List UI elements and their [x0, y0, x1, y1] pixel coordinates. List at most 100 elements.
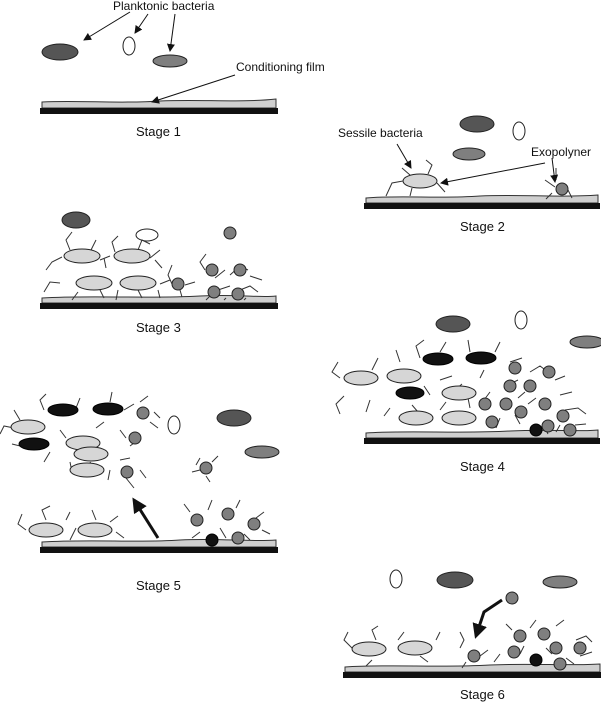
sessile-cell-small — [485, 415, 499, 429]
black-cell — [92, 402, 124, 416]
planktonic-cell-dark — [61, 211, 91, 229]
sessile-cell-small — [221, 507, 235, 521]
stage-2-label: Stage 2 — [460, 219, 505, 234]
substrate-surface — [40, 108, 278, 114]
planktonic-cell-white — [389, 569, 403, 589]
pointer-arrow — [151, 74, 236, 104]
sessile-cell-small — [523, 379, 537, 393]
stage-6-label: Stage 6 — [460, 687, 505, 702]
stage-5-label: Stage 5 — [136, 578, 181, 593]
sessile-cell-small — [171, 277, 185, 291]
planktonic-cell-small — [199, 461, 213, 475]
sessile-cell — [441, 410, 477, 426]
sessile-cell-small — [247, 517, 261, 531]
black-cell — [465, 351, 497, 365]
sessile-cell-small — [507, 645, 521, 659]
sessile-cell — [386, 368, 422, 384]
pointer-arrow — [83, 11, 131, 41]
sessile-cell — [119, 275, 157, 291]
sessile-cell-small — [537, 627, 551, 641]
sessile-cell — [398, 410, 434, 426]
planktonic-cell-medium — [569, 335, 601, 349]
sessile-bacteria-label: Sessile bacteria — [338, 126, 423, 140]
sessile-cell-small — [553, 657, 567, 671]
pointer-arrow — [396, 143, 412, 169]
sessile-cell — [77, 522, 113, 538]
sessile-cell-small — [233, 263, 247, 277]
exopolymer-strands — [343, 619, 593, 669]
planktonic-cell-dark — [459, 115, 495, 133]
sessile-cell-small — [508, 361, 522, 375]
sessile-cell — [69, 462, 105, 478]
sessile-cell-small — [478, 397, 492, 411]
conditioning-film — [41, 98, 277, 109]
black-cell-small — [529, 653, 543, 667]
black-cell — [422, 352, 454, 366]
sessile-cell — [63, 248, 101, 264]
planktonic-cell-medium — [244, 445, 280, 459]
stage-1-label: Stage 1 — [136, 124, 181, 139]
sessile-cell-small — [207, 285, 221, 299]
stage-4-panel — [331, 310, 601, 444]
pointer-arrow — [550, 157, 559, 183]
black-cell-small — [529, 423, 543, 437]
sessile-cell — [28, 522, 64, 538]
stage-2-panel — [364, 115, 600, 209]
stage-5-panel — [0, 391, 280, 553]
pointer-arrow — [166, 13, 176, 52]
planktonic-cell-medium — [152, 54, 188, 68]
detachment-arrow — [132, 497, 160, 539]
substrate-surface — [364, 438, 600, 444]
black-cell-small — [205, 533, 219, 547]
planktonic-bacteria-label: Planktonic bacteria — [113, 0, 215, 13]
stage-4-label: Stage 4 — [460, 459, 505, 474]
sessile-cell-small — [513, 629, 527, 643]
sessile-cell-small — [231, 287, 245, 301]
sessile-cell — [113, 248, 151, 264]
exopolymer-strands — [385, 159, 573, 200]
stage-3-label: Stage 3 — [136, 320, 181, 335]
pointer-arrow — [440, 162, 546, 186]
sessile-cell-small — [499, 397, 513, 411]
conditioning-film — [365, 429, 599, 439]
sessile-cell-small — [555, 182, 569, 196]
sessile-cell-small — [128, 431, 142, 445]
planktonic-cell-dark — [41, 43, 79, 61]
sessile-cell-small — [205, 263, 219, 277]
sessile-cell-small — [538, 397, 552, 411]
stage-3-panel — [40, 211, 278, 309]
planktonic-cell-white — [135, 228, 159, 242]
sessile-cell-small — [120, 465, 134, 479]
planktonic-cell-dark — [435, 315, 471, 333]
exopolymer-strands — [17, 499, 271, 541]
planktonic-cell-white — [514, 310, 528, 330]
sessile-cell — [73, 446, 109, 462]
sessile-cell — [343, 370, 379, 386]
planktonic-cell-medium — [542, 575, 578, 589]
substrate-surface — [343, 672, 601, 678]
sessile-cell — [402, 173, 438, 189]
sessile-cell-small — [190, 513, 204, 527]
sessile-cell — [441, 385, 477, 401]
stage-6-panel — [343, 569, 601, 678]
sessile-cell-small — [136, 406, 150, 420]
black-cell — [47, 403, 79, 417]
substrate-surface — [40, 303, 278, 309]
black-cell — [395, 386, 425, 400]
black-cell — [18, 437, 50, 451]
exopolymer-label: Exopolyner — [531, 145, 592, 159]
substrate-surface — [40, 547, 278, 553]
sessile-cell-small — [542, 365, 556, 379]
sessile-cell — [75, 275, 113, 291]
planktonic-cell-white — [122, 36, 136, 56]
planktonic-cell-small — [505, 591, 519, 605]
planktonic-cell-medium — [452, 147, 486, 161]
sessile-cell-small — [541, 419, 555, 433]
sessile-cell — [351, 641, 387, 657]
planktonic-cell-white — [512, 121, 526, 141]
sessile-cell-small — [514, 405, 528, 419]
attachment-arrow — [472, 598, 503, 639]
sessile-cell-small — [503, 379, 517, 393]
sessile-cell-small — [563, 423, 577, 437]
